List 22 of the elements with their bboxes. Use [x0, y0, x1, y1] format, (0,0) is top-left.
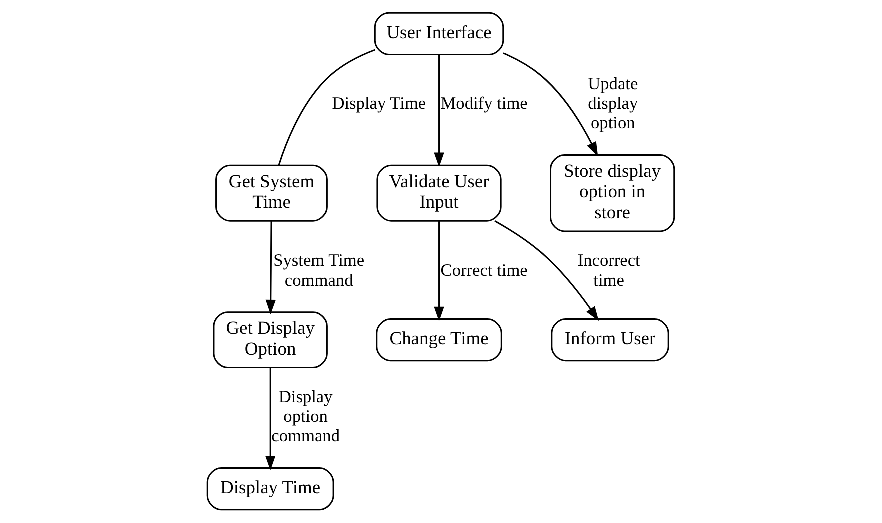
arrow: [434, 54, 444, 168]
node-box: Display Time: [206, 468, 334, 511]
edge-label: Update display option: [588, 74, 638, 133]
edge-label: Display option command: [272, 387, 340, 446]
node-box: Change Time: [376, 318, 502, 362]
arrow: [434, 221, 444, 322]
edge-label: Correct time: [440, 260, 528, 280]
node-box: Store display option in store: [550, 154, 676, 232]
node-box: Get Display Option: [213, 312, 328, 369]
node-box: Get System Time: [216, 164, 328, 222]
arrow: [503, 52, 598, 157]
node-box: Inform User: [551, 318, 670, 362]
node-box: Validate User Input: [376, 164, 502, 222]
arrow: [265, 368, 276, 471]
connector: [278, 49, 376, 166]
edge-label: Modify time: [440, 94, 528, 113]
arrow: [266, 221, 276, 314]
arrow: [494, 220, 600, 322]
edge-label: Incorrect time: [578, 251, 640, 290]
node-box: User Interface: [374, 12, 504, 56]
edge-label: System Time command: [274, 251, 365, 290]
edge-label: Display Time: [332, 94, 426, 113]
